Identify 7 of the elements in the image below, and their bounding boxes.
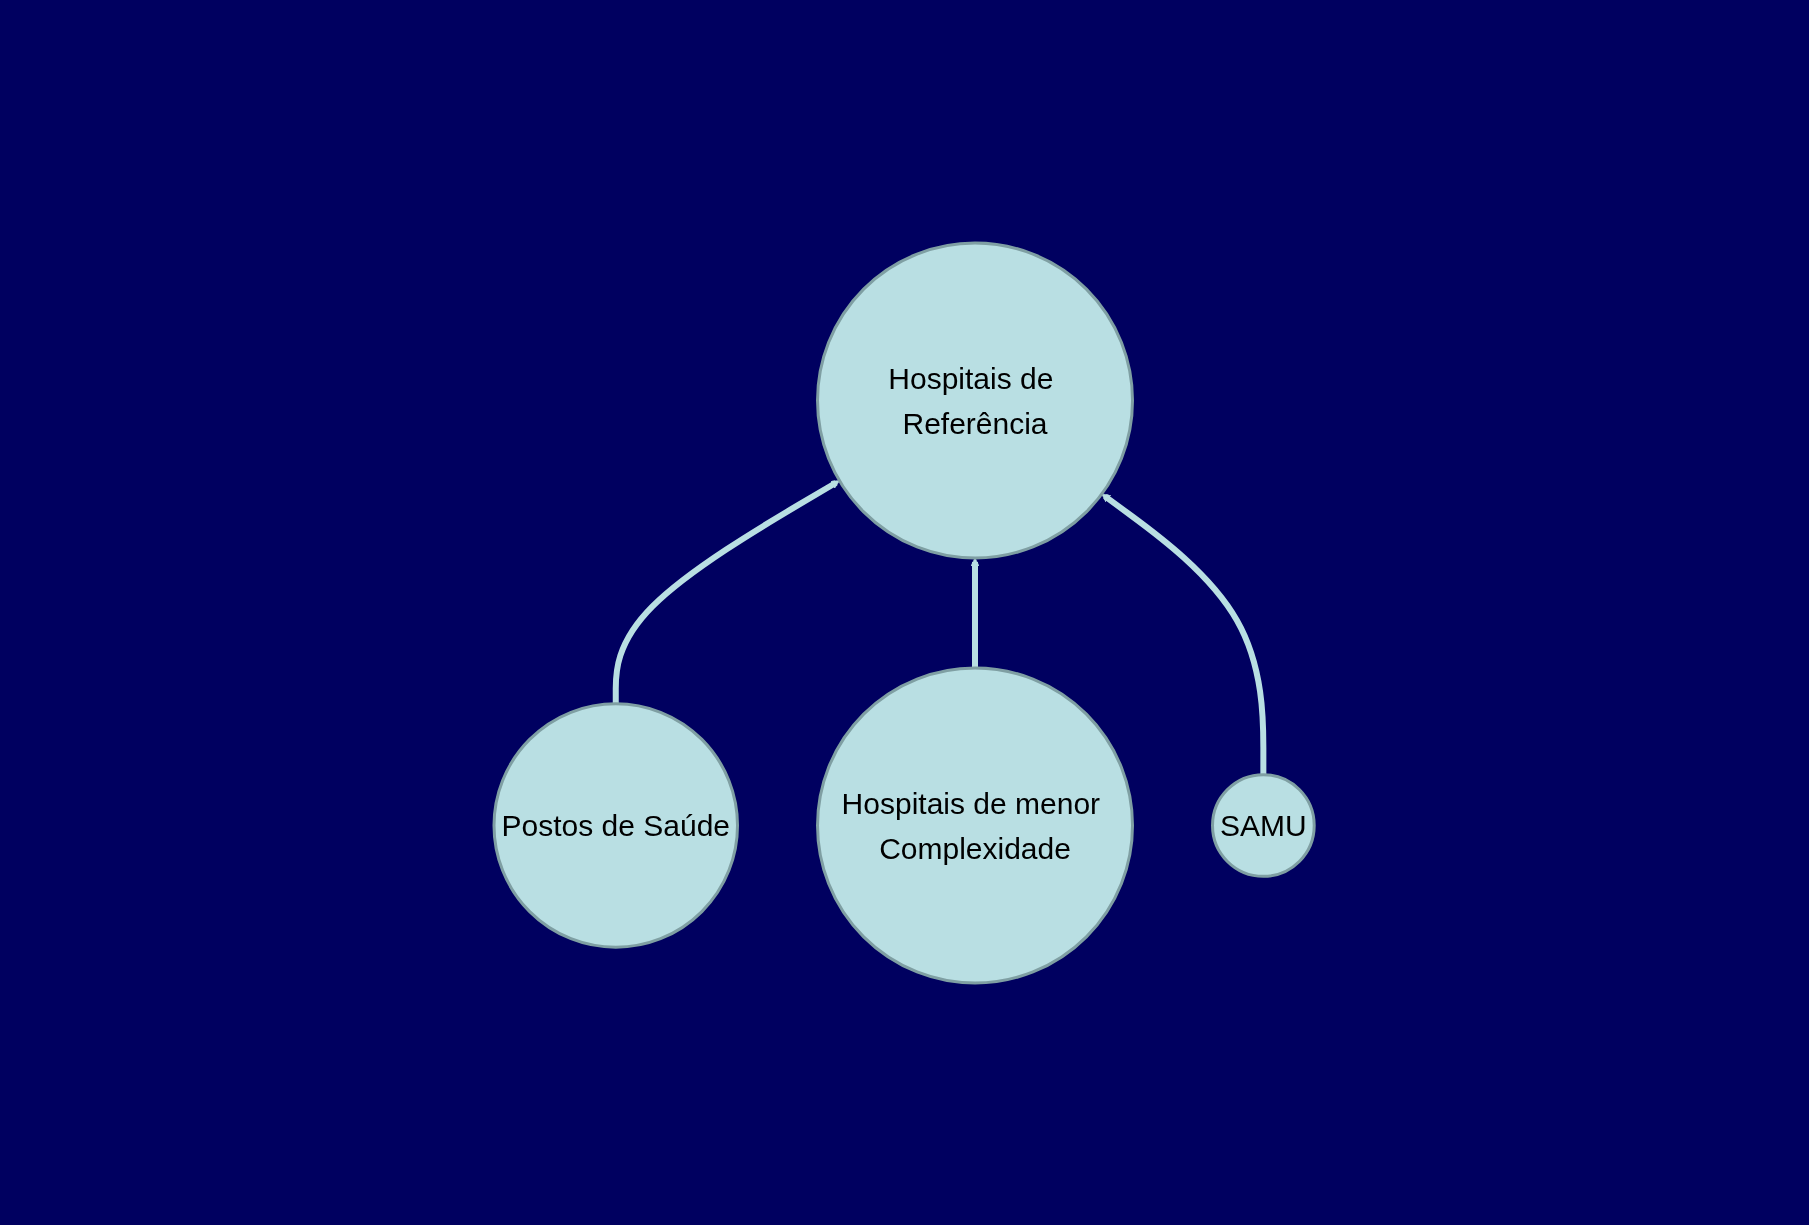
node-circle: SAMU xyxy=(1211,772,1317,878)
node-circle: Hospitais de Referência xyxy=(816,241,1135,559)
arrow xyxy=(971,557,980,668)
node-circle: Hospitais de menor Complexidade xyxy=(816,666,1135,984)
arrow xyxy=(613,479,841,704)
node-circle: Postos de Saúde xyxy=(492,701,740,949)
arrow xyxy=(1101,493,1267,775)
